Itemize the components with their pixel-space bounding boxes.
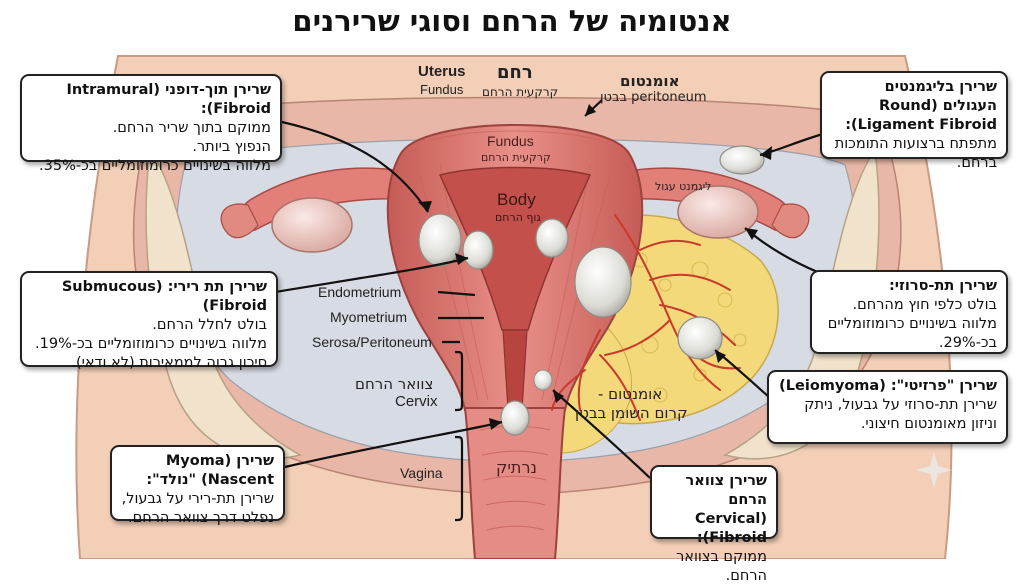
callout-subserosal-line: בולט כלפי חוץ מהרחם.	[852, 297, 997, 313]
callout-intramural-line: הנפוץ ביותר.	[192, 139, 271, 155]
cervix-label-en: Cervix	[395, 393, 438, 410]
right-ovary	[677, 185, 759, 239]
intramural-fibroid-1	[418, 213, 462, 267]
callout-subserosal-heading: שרירן תת-סרוזי:	[888, 278, 997, 294]
callout-parasitic-line: שרירן תת-סרוזי על גבעול, ניתק	[804, 397, 997, 413]
body-label: Body	[497, 190, 536, 209]
sparkle-icon	[916, 452, 952, 488]
uterus-label-he: רחם	[497, 62, 533, 83]
callout-cervical-heading: שרירן צוואר הרחם (Cervical Fibroid):	[685, 473, 767, 546]
fundus-label-top: Fundus	[420, 82, 464, 97]
uterus-label-en: Uterus	[418, 63, 466, 80]
myometrium-label: Myometrium	[330, 309, 408, 325]
callout-cervical: שרירן צוואר הרחם (Cervical Fibroid): ממו…	[650, 465, 778, 584]
vagina-rugae	[479, 425, 551, 531]
callout-round-ligament-line: מתפתח ברצועות התומכות ברחם.	[834, 136, 997, 171]
endometrium-label: Endometrium	[318, 284, 402, 300]
cervix-label-he: צוואר הרחם	[355, 375, 434, 393]
callout-intramural-heading: שרירן תוך-דופני (Intramural Fibroid):	[66, 82, 271, 117]
arrow-heads	[418, 104, 772, 430]
submucous-fibroid	[535, 218, 569, 258]
subserosal-fibroid	[574, 246, 632, 318]
omentum-lower-label-1: אומנטום -	[598, 385, 663, 403]
callout-parasitic: שרירן "פרזיטי": (Leiomyoma) שרירן תת-סרו…	[767, 370, 1008, 444]
parasitic-fibroid	[677, 316, 723, 360]
callout-round-ligament: שרירן בליגמנטים העגולים (Round Ligament …	[820, 71, 1008, 171]
callout-round-ligament-heading: שרירן בליגמנטים העגולים (Round Ligament …	[845, 79, 997, 133]
callout-nascent-heading: שרירן (Myoma Nascent) "נולד":	[146, 453, 274, 488]
intramural-fibroid-2	[462, 230, 494, 270]
fundus-label-he: קרקעית הרחם	[481, 151, 551, 164]
callout-submucous-line: מלווה בשינויים כרומוזומליים בכ-19%.	[35, 336, 267, 352]
callout-submucous-line: בולט לחלל הרחם.	[152, 317, 267, 333]
nascent-fibroid	[500, 400, 530, 436]
callout-submucous-line: סיכון גבוה לממאירות (לא ודאי).	[71, 355, 267, 371]
callout-intramural-line: ממוקם בתוך שריר הרחם.	[112, 120, 271, 136]
cervical-fibroid	[533, 369, 553, 391]
callout-cervical-line: ממוקם בצוואר הרחם.	[676, 549, 767, 584]
callout-intramural: שרירן תוך-דופני (Intramural Fibroid): ממ…	[20, 74, 282, 174]
left-ovary	[271, 197, 353, 253]
round-ligament-label: ליגמנט עגול	[655, 180, 712, 193]
round-ligament-fibroid	[719, 145, 765, 175]
omentum-label-he: אומנטום	[620, 72, 680, 90]
callout-subserosal-line: מלווה בשינויים כרומוזומליים	[827, 316, 997, 332]
callout-subserosal: שרירן תת-סרוזי: בולט כלפי חוץ מהרחם. מלו…	[810, 270, 1008, 354]
nascent-fibroid-stalk	[506, 369, 517, 396]
vagina-label-he: נרתיק	[496, 458, 537, 477]
left-fimbriae	[220, 203, 259, 239]
callout-nascent-line: נפלט דרך צוואר הרחם.	[128, 510, 274, 526]
callout-submucous-heading: שרירן תת רירי: (Submucous Fibroid)	[61, 279, 267, 314]
callout-submucous: שרירן תת רירי: (Submucous Fibroid) בולט …	[20, 271, 278, 371]
fundus-label: Fundus	[487, 133, 534, 149]
callout-intramural-line: מלווה בשינויים כרומוזומליים בכ-35%.	[39, 158, 271, 174]
callout-nascent: שרירן (Myoma Nascent) "נולד": שרירן תת-ר…	[110, 445, 285, 526]
callout-subserosal-line: בכ-29%.	[938, 335, 997, 351]
callout-parasitic-heading: שרירן "פרזיטי": (Leiomyoma)	[779, 378, 997, 394]
vagina-label-en: Vagina	[400, 465, 443, 481]
right-fimbriae	[771, 203, 810, 239]
body-label-he: גוף הרחם	[495, 211, 541, 224]
callout-nascent-line: שרירן תת-רירי על גבעול,	[121, 491, 274, 507]
peritoneum-label: peritoneum בבטן	[600, 90, 707, 105]
callout-parasitic-line: וניזון מאומנטום חיצוני.	[860, 416, 997, 432]
omentum-vessels	[551, 214, 741, 421]
vagina	[463, 407, 567, 559]
omentum-lower-label-2: קרום השומן בבטן	[575, 404, 688, 422]
serosa-label: Serosa/Peritoneum	[312, 334, 432, 350]
page-title: אנטומיה של הרחם וסוגי שרירנים	[292, 4, 732, 38]
fundus-label-he-top: קרקעית הרחם	[482, 85, 559, 99]
